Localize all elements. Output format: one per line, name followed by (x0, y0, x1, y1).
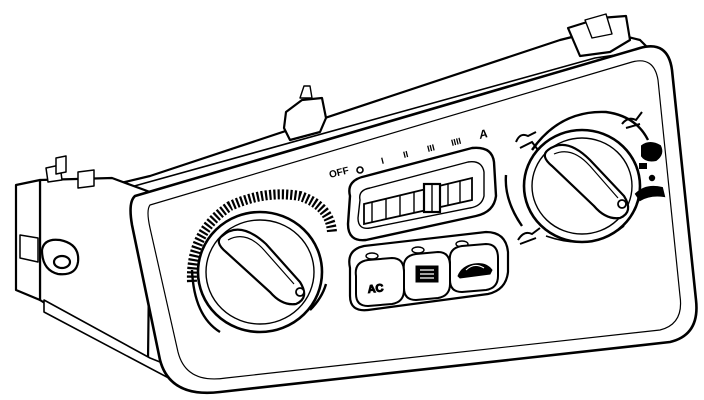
windshield-defrost-icon (634, 174, 666, 202)
ac-button[interactable]: AC (354, 256, 405, 308)
fan-speed-scale: OFF I II III IIII A (328, 126, 489, 181)
center-clip (282, 85, 328, 142)
air-distribution-knob[interactable] (522, 128, 642, 244)
fan-thumbwheel[interactable] (363, 176, 473, 226)
button-row: AC (348, 230, 510, 312)
right-clip (566, 13, 632, 58)
rear-defrost-button[interactable] (402, 250, 451, 302)
fan-thumbwheel-window (346, 146, 498, 242)
vent-face-feet-icon (621, 111, 643, 129)
vent-feet-icon (517, 227, 541, 245)
fan-label-3: III (426, 142, 436, 154)
fan-label-off: OFF (328, 165, 350, 181)
fan-label-4: IIII (450, 136, 462, 148)
recirculation-icon (457, 263, 493, 279)
temperature-knob-assembly (186, 189, 337, 334)
fan-off-dot (356, 166, 364, 174)
ac-button-label: AC (367, 282, 384, 296)
fan-label-1: I (380, 156, 385, 166)
vent-face-icon (515, 131, 539, 151)
indicator-led (411, 246, 425, 254)
knob-indicator (617, 199, 627, 209)
recirculation-button[interactable] (448, 242, 499, 294)
rear-defrost-icon (415, 265, 439, 283)
temperature-knob[interactable] (196, 210, 324, 334)
fan-label-auto: A (476, 126, 489, 142)
feet-defrost-icon (639, 142, 663, 169)
fan-label-2: II (402, 149, 409, 160)
temperature-scale (186, 189, 337, 283)
indicator-led (365, 252, 379, 260)
knob-indicator (295, 287, 305, 297)
air-distribution-knob-assembly (504, 110, 666, 245)
mounting-lug (40, 238, 80, 276)
